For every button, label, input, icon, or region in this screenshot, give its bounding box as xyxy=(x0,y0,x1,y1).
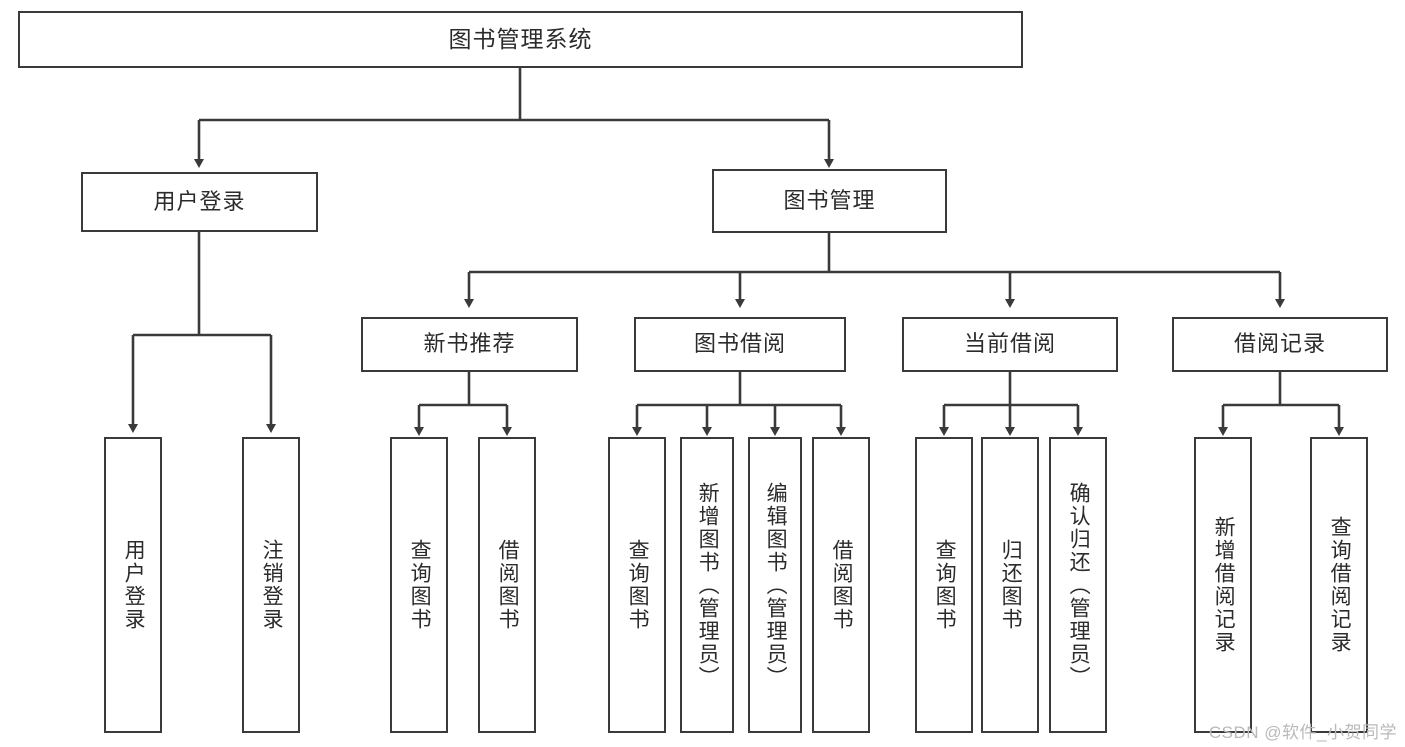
leaf-label: 新增借阅记录 xyxy=(1212,516,1236,654)
leaf-label: 查询图书 xyxy=(933,539,957,631)
leaf-label: 新增图书（管理员） xyxy=(696,481,720,689)
csdn-watermark: CSDN @软件_小贺同学 xyxy=(1208,723,1397,742)
leaf-borrow-record-query-record[interactable]: 查询借阅记录 xyxy=(1310,437,1368,733)
leaf-book-borrow-query-book[interactable]: 查询图书 xyxy=(608,437,666,733)
node-new-book-recommend[interactable]: 新书推荐 xyxy=(361,317,578,372)
leaf-label: 编辑图书（管理员） xyxy=(764,481,788,689)
leaf-new-book-query-book[interactable]: 查询图书 xyxy=(390,437,448,733)
leaf-user-login-logout[interactable]: 注销登录 xyxy=(242,437,300,733)
node-borrow-record[interactable]: 借阅记录 xyxy=(1172,317,1388,372)
leaf-book-borrow-add-book-admin[interactable]: 新增图书（管理员） xyxy=(680,437,734,733)
leaf-current-borrow-query-book[interactable]: 查询图书 xyxy=(915,437,973,733)
node-user-login[interactable]: 用户登录 xyxy=(81,172,318,232)
leaf-label: 查询图书 xyxy=(626,539,650,631)
leaf-label: 确认归还（管理员） xyxy=(1067,481,1091,689)
leaf-book-borrow-edit-book-admin[interactable]: 编辑图书（管理员） xyxy=(748,437,802,733)
leaf-label: 查询图书 xyxy=(408,539,432,631)
leaf-label: 注销登录 xyxy=(260,539,284,631)
leaf-current-borrow-return-book[interactable]: 归还图书 xyxy=(981,437,1039,733)
leaf-label: 用户登录 xyxy=(122,539,146,631)
node-book-borrow[interactable]: 图书借阅 xyxy=(634,317,846,372)
leaf-new-book-borrow-book[interactable]: 借阅图书 xyxy=(478,437,536,733)
leaf-book-borrow-borrow-book[interactable]: 借阅图书 xyxy=(812,437,870,733)
leaf-current-borrow-confirm-return-admin[interactable]: 确认归还（管理员） xyxy=(1049,437,1107,733)
leaf-label: 归还图书 xyxy=(999,539,1023,631)
node-book-management[interactable]: 图书管理 xyxy=(712,169,947,233)
leaf-label: 借阅图书 xyxy=(830,539,854,631)
leaf-borrow-record-add-record[interactable]: 新增借阅记录 xyxy=(1194,437,1252,733)
leaf-label: 借阅图书 xyxy=(496,539,520,631)
node-current-borrow[interactable]: 当前借阅 xyxy=(902,317,1118,372)
node-root-system[interactable]: 图书管理系统 xyxy=(18,11,1023,68)
leaf-user-login-login[interactable]: 用户登录 xyxy=(104,437,162,733)
leaf-label: 查询借阅记录 xyxy=(1328,516,1352,654)
